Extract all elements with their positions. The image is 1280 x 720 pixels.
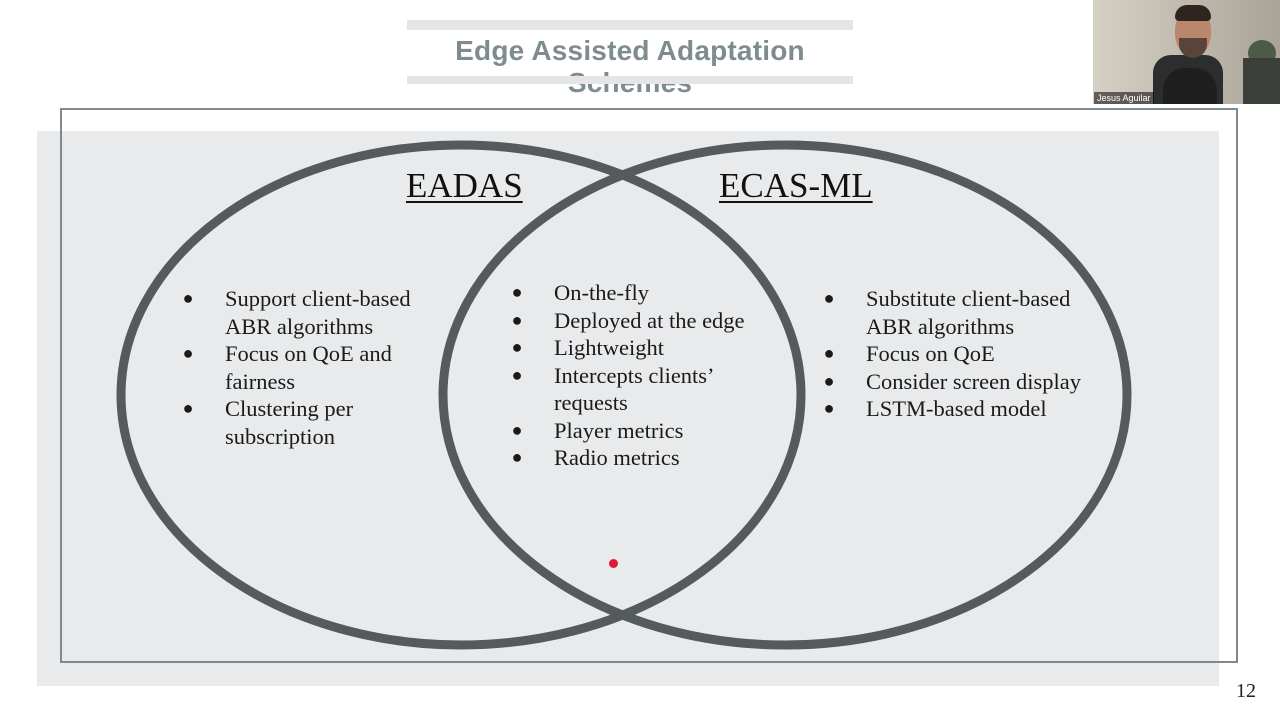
bullet-icon: ● <box>823 288 835 308</box>
list-item: ●LSTM-based model <box>823 396 1047 421</box>
bullet-icon: ● <box>823 398 835 418</box>
list-item: ●On-the-fly <box>511 280 649 305</box>
list-item: ●Focus on QoE and fairness <box>182 341 392 394</box>
bullet-icon: ● <box>182 398 194 418</box>
participant-name-tag: Jesus Aguilar <box>1094 92 1154 104</box>
bullet-icon: ● <box>511 282 523 302</box>
list-item: ●Clustering per subscription <box>182 396 354 449</box>
ecas-ml-heading: ECAS-ML <box>719 166 873 205</box>
ecas-ml-list: ●Substitute client-based ABR algorithms … <box>822 285 1087 423</box>
bullet-icon: ● <box>182 343 194 363</box>
slide-content-frame <box>60 108 1238 663</box>
venn-circle-right <box>438 140 1132 650</box>
venn-panel <box>37 131 1219 686</box>
list-item: ●Intercepts clients’ requests <box>511 362 713 416</box>
shelf-decoration <box>1243 58 1280 104</box>
list-item: ●Support client-based ABR algorithms <box>182 286 411 339</box>
list-item: ●Radio metrics <box>511 445 680 470</box>
participant-beard <box>1179 38 1207 58</box>
list-item: ●Player metrics <box>511 417 684 443</box>
participant-video-tile[interactable]: Jesus Aguilar <box>1093 0 1280 104</box>
list-item: ●Lightweight <box>511 335 664 360</box>
participant-body <box>1163 68 1217 104</box>
venn-circle-left <box>116 140 806 650</box>
list-item: ●Substitute client-based ABR algorithms <box>823 286 1071 339</box>
bullet-icon: ● <box>182 288 194 308</box>
laser-pointer-dot <box>609 559 618 568</box>
slide-title: Edge Assisted Adaptation Schemes <box>455 35 805 98</box>
bullet-icon: ● <box>823 343 835 363</box>
eadas-heading: EADAS <box>406 166 523 205</box>
overlap-list: ●On-the-fly ●Deployed at the edge ●Light… <box>510 279 760 472</box>
list-item: ●Focus on QoE <box>823 341 995 366</box>
slide-page-number: 12 <box>1236 680 1256 702</box>
bullet-icon: ● <box>511 337 523 357</box>
slide-title-band: Edge Assisted Adaptation Schemes <box>407 20 853 98</box>
eadas-list: ●Support client-based ABR algorithms ●Fo… <box>181 285 431 450</box>
bullet-icon: ● <box>823 370 835 391</box>
bullet-icon: ● <box>511 364 523 385</box>
bullet-icon: ● <box>511 309 523 330</box>
bullet-icon: ● <box>511 419 523 440</box>
list-item: ●Deployed at the edge <box>511 307 745 333</box>
list-item: ●Consider screen display <box>823 368 1081 394</box>
title-bar-top <box>407 20 853 30</box>
participant-hair <box>1175 5 1211 21</box>
bullet-icon: ● <box>511 447 523 467</box>
title-bar-bottom <box>407 76 853 84</box>
